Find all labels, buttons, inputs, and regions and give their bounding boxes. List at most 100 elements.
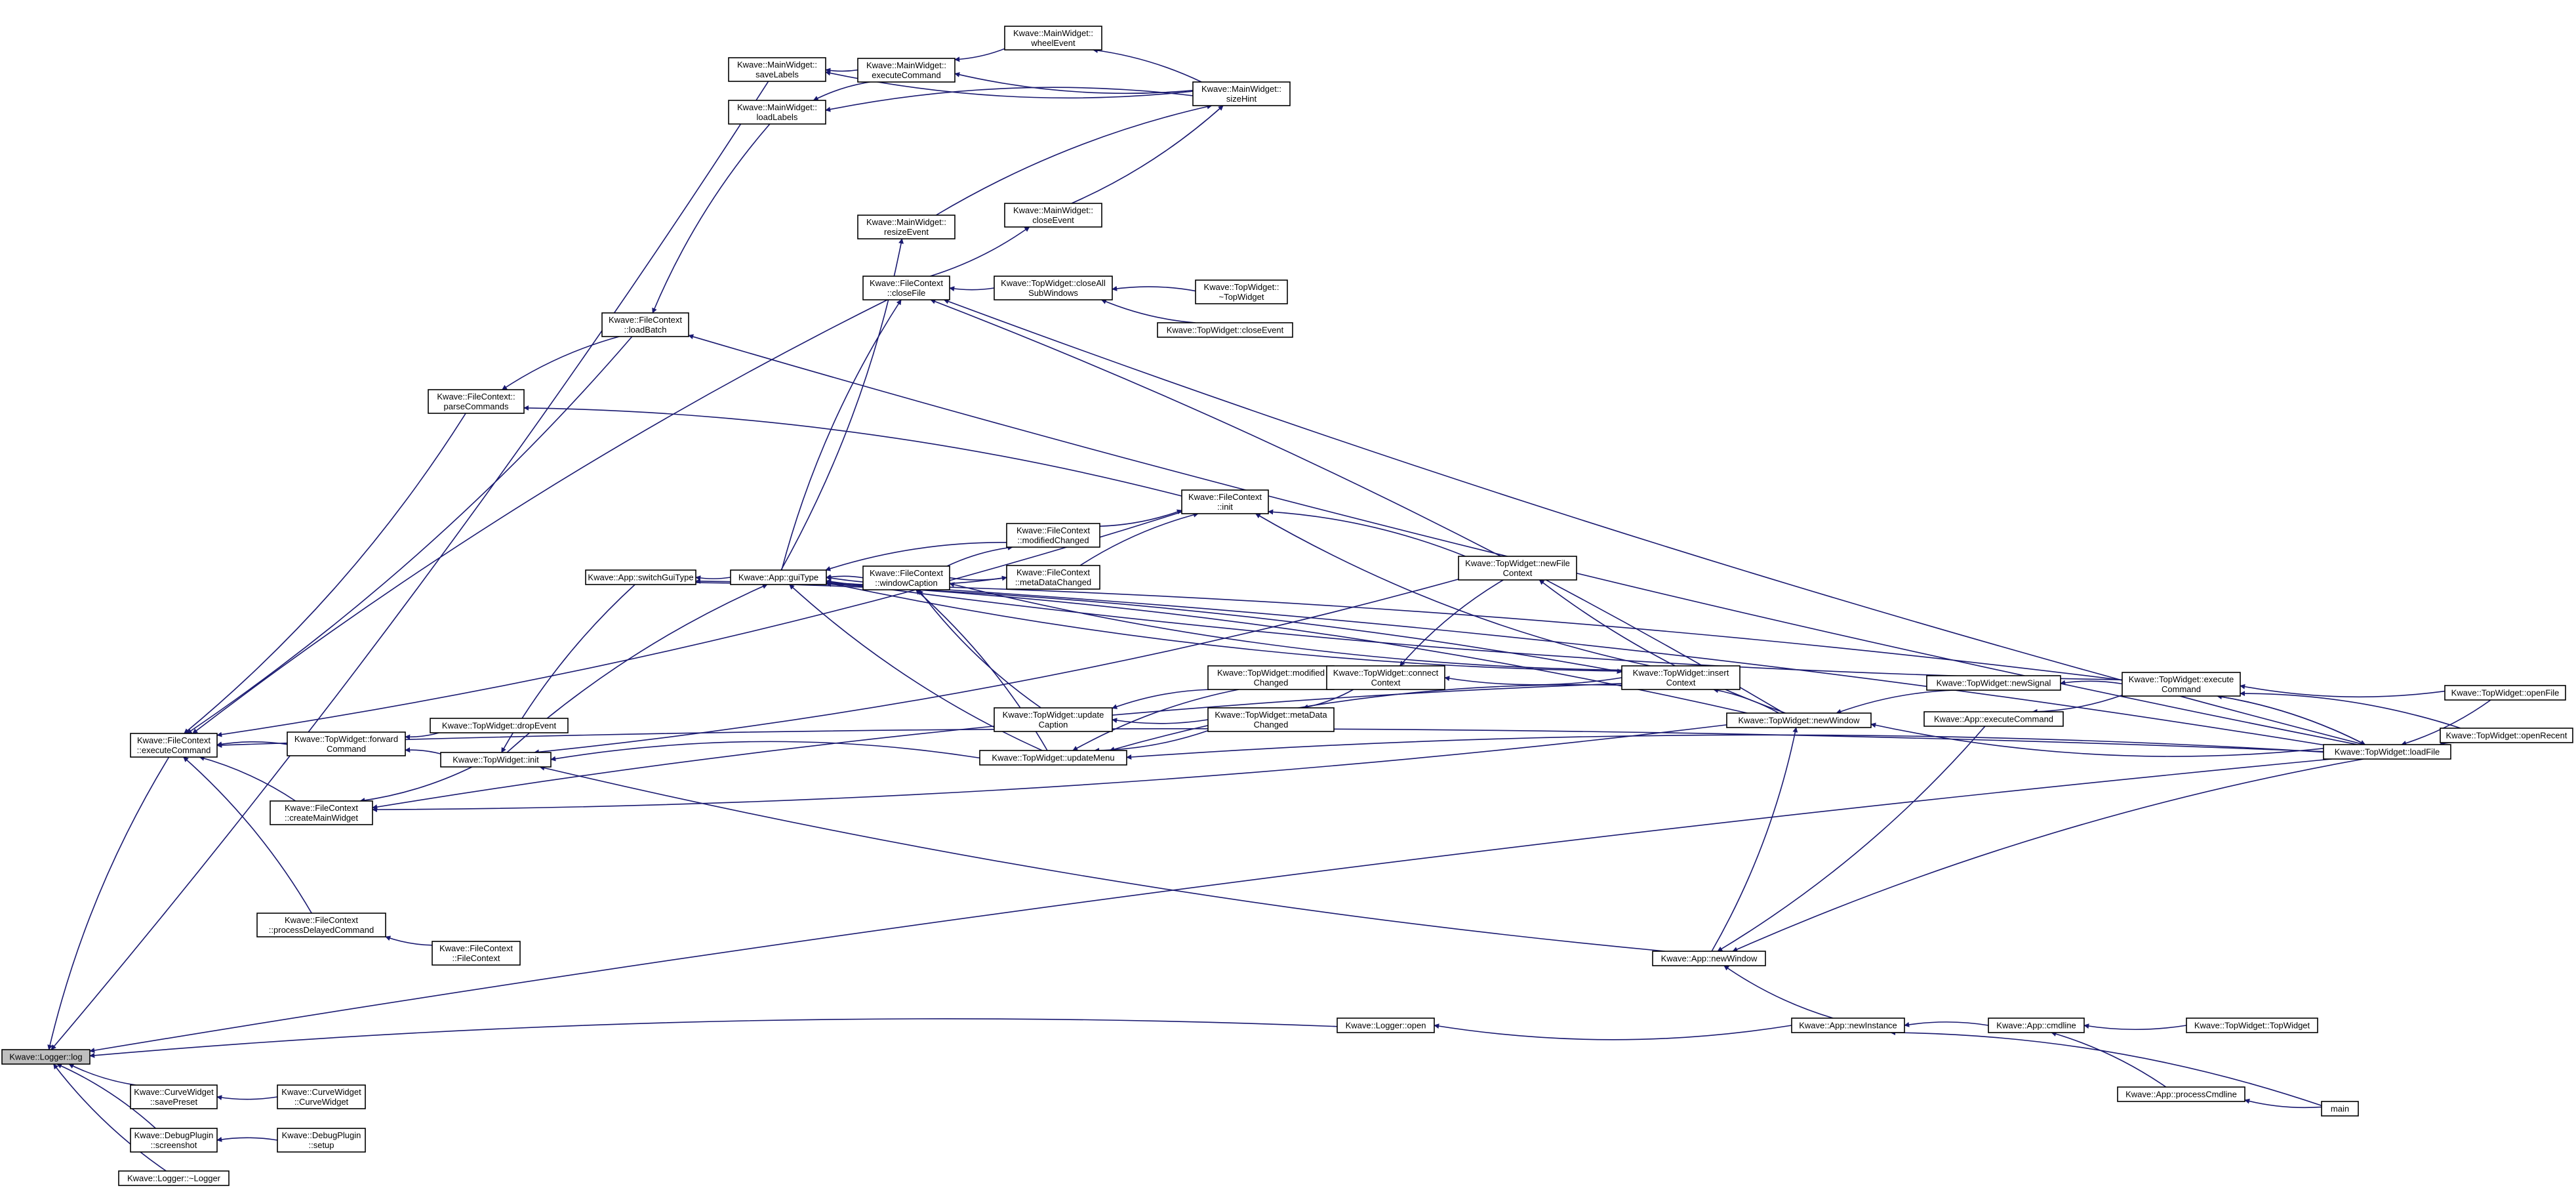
- node-label: ::createMainWidget: [285, 813, 358, 823]
- node-label: Kwave::TopWidget::openRecent: [2446, 731, 2567, 741]
- node-tw_dtor[interactable]: Kwave::TopWidget::~TopWidget: [1195, 279, 1288, 304]
- node-fc_metadatachanged[interactable]: Kwave::FileContext::metaDataChanged: [1006, 565, 1100, 590]
- edge-mw_loadlabels-to-fc_loadbatch: [652, 123, 771, 314]
- node-fc_execcmd[interactable]: Kwave::FileContext::executeCommand: [130, 733, 218, 758]
- edge-fc_parsecmds-to-fc_execcmd: [184, 413, 466, 734]
- node-mw_savelabels[interactable]: Kwave::MainWidget::saveLabels: [728, 57, 826, 82]
- node-label: Kwave::TopWidget::openFile: [2451, 688, 2560, 698]
- edge-logger_dtor-to-logger_log: [52, 1063, 167, 1172]
- node-label: ~TopWidget: [1218, 292, 1264, 302]
- node-mw_wheelevent[interactable]: Kwave::MainWidget::wheelEvent: [1004, 26, 1102, 51]
- node-tw_updatemenu[interactable]: Kwave::TopWidget::updateMenu: [979, 750, 1127, 766]
- node-logger_dtor[interactable]: Kwave::Logger::~Logger: [118, 1170, 230, 1186]
- function-nodes: Kwave::Logger::log Kwave::FileContext::ex…: [1, 26, 2573, 1186]
- node-box: [277, 1084, 366, 1109]
- node-app_switchguitype[interactable]: Kwave::App::switchGuiType: [585, 569, 696, 585]
- node-fc_filecontext[interactable]: Kwave::FileContext::FileContext: [432, 941, 521, 966]
- edge-app_newinstance-to-app_newwindow: [1723, 965, 1834, 1019]
- edge-tw_openfile-to-tw_executecommand: [2240, 684, 2445, 698]
- node-label: Kwave::MainWidget::: [737, 60, 817, 70]
- node-main[interactable]: main: [2321, 1101, 2359, 1117]
- node-label: Kwave::Logger::open: [1346, 1021, 1426, 1031]
- node-label: wheelEvent: [1030, 38, 1076, 48]
- node-mw_execcmd[interactable]: Kwave::MainWidget::executeCommand: [857, 58, 956, 83]
- node-box: [118, 1170, 230, 1186]
- node-cw_savepreset[interactable]: Kwave::CurveWidget::savePreset: [130, 1084, 218, 1109]
- node-app_newwindow[interactable]: Kwave::App::newWindow: [1652, 951, 1766, 966]
- node-dp_setup[interactable]: Kwave::DebugPlugin::setup: [277, 1128, 366, 1153]
- node-fc_modifiedchanged[interactable]: Kwave::FileContext::modifiedChanged: [1006, 523, 1100, 548]
- node-fc_processdelayed[interactable]: Kwave::FileContext::processDelayedComman…: [256, 913, 386, 937]
- edge-tw_topwidget-to-app_cmdline: [2083, 1023, 2187, 1031]
- node-label: Kwave::MainWidget::: [737, 102, 817, 112]
- node-fc_loadbatch[interactable]: Kwave::FileContext::loadBatch: [601, 312, 689, 337]
- node-box: [130, 1084, 218, 1109]
- edge-mw_resizeevent-to-mw_sizehint: [935, 104, 1213, 216]
- node-label: ::setup: [308, 1140, 334, 1150]
- edge-fc_modifiedchanged-to-app_guitype: [825, 542, 1007, 571]
- edge-fc_closefile-to-fc_execcmd: [192, 299, 888, 734]
- node-logger_open[interactable]: Kwave::Logger::open: [1337, 1017, 1435, 1033]
- node-tw_dropevent[interactable]: Kwave::TopWidget::dropEvent: [430, 718, 569, 733]
- node-tw_modifiedchanged[interactable]: Kwave::TopWidget::modifiedChanged: [1207, 665, 1335, 690]
- node-fc_parsecmds[interactable]: Kwave::FileContext::parseCommands: [428, 389, 525, 414]
- node-fc_init[interactable]: Kwave::FileContext::init: [1181, 489, 1269, 514]
- node-tw_newwindow[interactable]: Kwave::TopWidget::newWindow: [1726, 712, 1872, 728]
- node-box: [1004, 26, 1102, 51]
- node-cw_curvewidget[interactable]: Kwave::CurveWidget::CurveWidget: [277, 1084, 366, 1109]
- node-mw_closeevent[interactable]: Kwave::MainWidget::closeEvent: [1004, 203, 1102, 228]
- edge-tw_updatemenu-to-tw_init: [550, 741, 980, 762]
- node-box: [1004, 203, 1102, 228]
- node-fc_windowcaption[interactable]: Kwave::FileContext::windowCaption: [862, 565, 950, 590]
- edge-fc_windowcaption-to-app_guitype: [826, 574, 864, 580]
- node-app_processcmdline[interactable]: Kwave::App::processCmdline: [2117, 1086, 2245, 1102]
- node-app_newinstance[interactable]: Kwave::App::newInstance: [1791, 1017, 1905, 1033]
- node-tw_executecommand[interactable]: Kwave::TopWidget::executeCommand: [2122, 672, 2241, 697]
- node-mw_sizehint[interactable]: Kwave::MainWidget::sizeHint: [1192, 81, 1291, 106]
- node-tw_newsignal[interactable]: Kwave::TopWidget::newSignal: [1926, 675, 2061, 691]
- node-box: [1621, 665, 1741, 690]
- edge-tw_openfile-to-tw_loadfile: [2401, 699, 2491, 746]
- node-logger_log[interactable]: Kwave::Logger::log: [1, 1049, 91, 1065]
- node-tw_init[interactable]: Kwave::TopWidget::init: [440, 752, 552, 768]
- edge-tw_updatemenu-to-app_guitype: [789, 584, 1043, 751]
- node-label: Changed: [1254, 678, 1289, 688]
- node-box: [1726, 712, 1872, 728]
- node-tw_closeevent[interactable]: Kwave::TopWidget::closeEvent: [1157, 322, 1293, 338]
- edge-tw_init-to-tw_forwardcmd: [405, 747, 441, 754]
- edge-tw_metadatachanged-to-tw_updatecaption: [1112, 718, 1209, 724]
- edge-tw_loadfile-to-tw_updatemenu: [1126, 734, 2324, 760]
- edge-app_guitype-to-app_switchguitype: [695, 575, 731, 581]
- node-tw_topwidget[interactable]: Kwave::TopWidget::TopWidget: [2186, 1017, 2318, 1033]
- node-app_cmdline[interactable]: Kwave::App::cmdline: [1988, 1017, 2085, 1033]
- edge-main-to-app_processcmdline: [2244, 1098, 2322, 1109]
- node-fc_createmainwidget[interactable]: Kwave::FileContext::createMainWidget: [270, 800, 373, 825]
- edge-tw_executecommand-to-app_switchguitype: [695, 578, 2123, 681]
- edge-tw_loadfile-to-tw_executecommand: [2217, 694, 2365, 745]
- node-fc_closefile[interactable]: Kwave::FileContext::closeFile: [862, 276, 950, 300]
- node-dp_screenshot[interactable]: Kwave::DebugPlugin::screenshot: [130, 1128, 218, 1153]
- node-box: [1181, 489, 1269, 514]
- node-tw_loadfile[interactable]: Kwave::TopWidget::loadFile: [2323, 744, 2451, 760]
- node-label: Kwave::FileContext::: [437, 392, 515, 401]
- node-mw_resizeevent[interactable]: Kwave::MainWidget::resizeEvent: [857, 215, 956, 239]
- node-app_executecommand[interactable]: Kwave::App::executeCommand: [1923, 711, 2064, 727]
- node-mw_loadlabels[interactable]: Kwave::MainWidget::loadLabels: [728, 100, 826, 125]
- node-label: ::modifiedChanged: [1017, 535, 1089, 545]
- edge-tw_modifiedchanged-to-tw_updatecaption: [1112, 689, 1210, 709]
- call-edges: [47, 47, 2491, 1172]
- node-label: Kwave::TopWidget::dropEvent: [442, 721, 557, 731]
- node-app_guitype[interactable]: Kwave::App::guiType: [730, 569, 827, 585]
- node-label: Kwave::TopWidget::updateMenu: [992, 753, 1114, 763]
- node-tw_metadatachanged[interactable]: Kwave::TopWidget::metaDataChanged: [1207, 707, 1335, 732]
- node-tw_openfile[interactable]: Kwave::TopWidget::openFile: [2444, 685, 2566, 701]
- node-box: [730, 569, 827, 585]
- node-tw_openrecent[interactable]: Kwave::TopWidget::openRecent: [2440, 728, 2573, 743]
- node-label: saveLabels: [755, 70, 799, 79]
